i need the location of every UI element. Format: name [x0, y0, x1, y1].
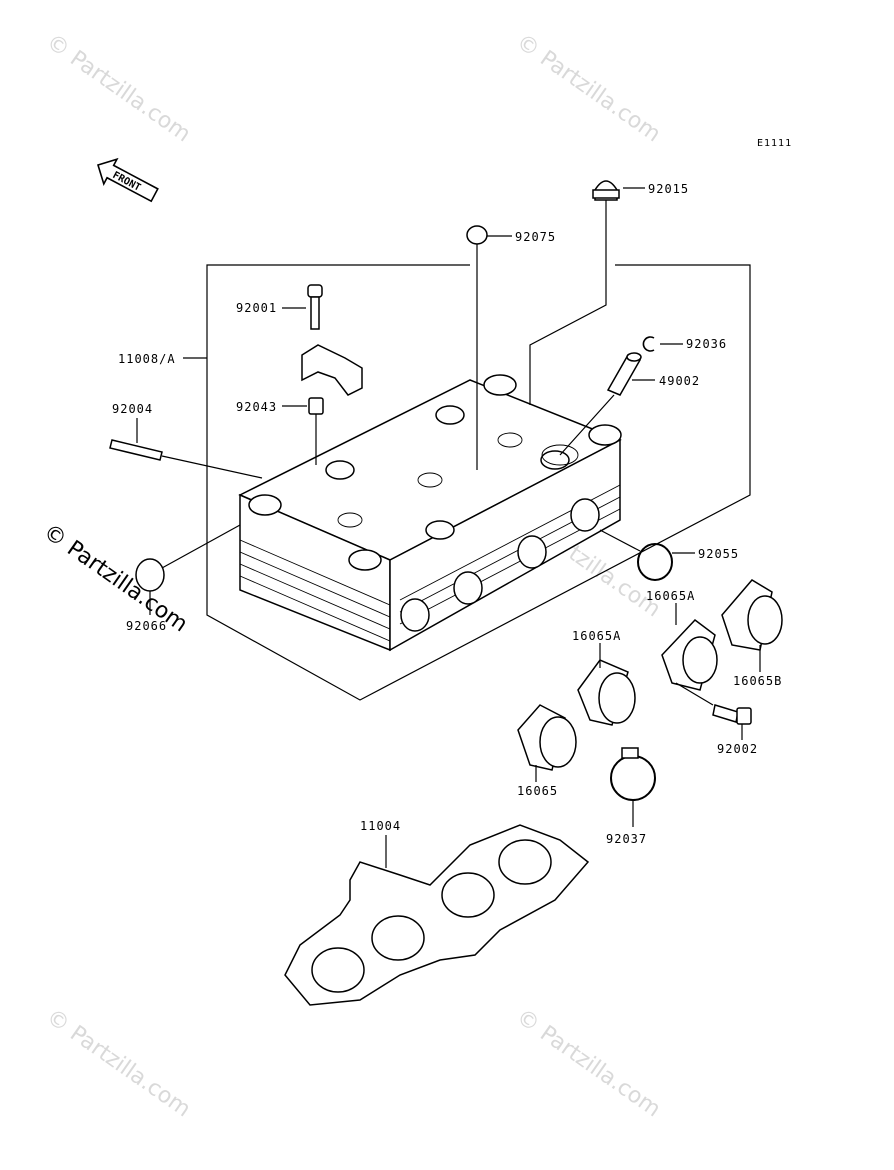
cap-nut-92015 [529, 180, 645, 405]
label-92001: 92001 [236, 301, 277, 315]
clamp-92037 [610, 747, 656, 827]
plug-92066 [135, 524, 241, 615]
label-16065b: 16065B [733, 674, 782, 688]
holder-16065b [721, 579, 783, 672]
label-16065a-right: 16065A [646, 589, 695, 603]
holder-16065 [517, 704, 577, 782]
label-49002: 49002 [659, 374, 700, 388]
pin-49002 [559, 352, 655, 456]
watermark-top-left: © Partzilla.com [42, 29, 195, 147]
head-gasket-11004 [284, 824, 590, 1006]
diagram-code: E1111 [757, 138, 792, 149]
front-arrow-icon: FRONT [97, 157, 159, 203]
cylinder-head-bracket [206, 264, 751, 701]
label-92002: 92002 [717, 742, 758, 756]
plug-92075 [466, 225, 512, 470]
bolt-92002 [675, 682, 752, 740]
label-92043: 92043 [236, 400, 277, 414]
label-92055: 92055 [698, 547, 739, 561]
label-11004: 11004 [360, 819, 401, 833]
label-92015: 92015 [648, 182, 689, 196]
bolt-92001 [282, 284, 323, 330]
holder-16065a-middle [577, 643, 636, 726]
oring-92055 [599, 529, 695, 581]
label-92036: 92036 [686, 337, 727, 351]
watermark-dark: © Partzilla.com [39, 519, 192, 637]
label-16065: 16065 [517, 784, 558, 798]
label-92066: 92066 [126, 619, 167, 633]
label-92075: 92075 [515, 230, 556, 244]
cylinder-head-assembly [238, 374, 622, 652]
watermark-bottom-right: © Partzilla.com [512, 1004, 665, 1122]
stud-92004 [109, 418, 263, 479]
cam-cap [301, 344, 363, 396]
label-11008a: 11008/A [118, 352, 176, 366]
label-92037: 92037 [606, 832, 647, 846]
label-92004: 92004 [112, 402, 153, 416]
watermark-bottom-left: © Partzilla.com [42, 1004, 195, 1122]
watermark-top-right: © Partzilla.com [512, 29, 665, 147]
label-16065a-middle: 16065A [572, 629, 621, 643]
dowel-92043 [282, 397, 324, 465]
holder-16065a-right [661, 603, 718, 691]
clip-92036 [642, 336, 683, 352]
